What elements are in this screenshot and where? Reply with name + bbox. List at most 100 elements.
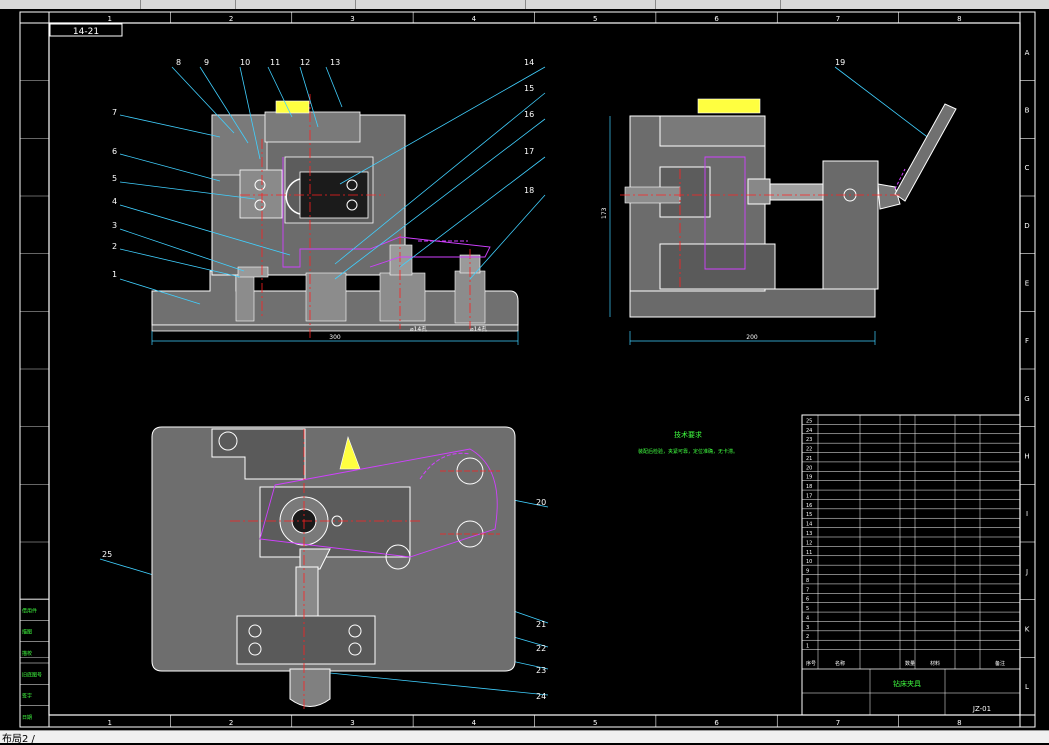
bom-row-number: 10 (806, 559, 812, 565)
column-marker-4: 4 (472, 719, 477, 727)
toolbar-segment[interactable] (140, 0, 236, 9)
bom-row-number: 20 (806, 465, 812, 471)
dim-hole-right: ⌀14孔 (470, 325, 487, 333)
callout-18: 18 (524, 186, 534, 195)
row-marker-B: B (1025, 107, 1030, 115)
bom-row-number: 14 (806, 522, 812, 528)
row-marker-I: I (1026, 510, 1028, 518)
callout-8: 8 (176, 58, 181, 67)
left-panel-label: 描图 (22, 629, 32, 636)
bom-row-number: 25 (806, 418, 812, 424)
bom-row-number: 2 (806, 634, 809, 640)
bom-row-number: 13 (806, 531, 812, 537)
bom-row-number: 24 (806, 428, 812, 434)
dim-hole-left: ⌀14孔 (410, 325, 427, 333)
left-panel-label: 日期 (22, 715, 32, 721)
callout-1: 1 (112, 270, 117, 279)
bom-drawing-no: JZ-01 (972, 705, 991, 713)
row-marker-C: C (1025, 164, 1030, 172)
callout-9: 9 (204, 58, 209, 67)
notes-body: 装配后检验，夹紧可靠，定位准确，无卡滞。 (638, 448, 738, 455)
bom-row-number: 3 (806, 625, 809, 631)
notes-title: 技术要求 (674, 430, 702, 439)
toolbar-segment[interactable] (655, 0, 781, 9)
bom-row-number: 22 (806, 447, 812, 453)
bom-header-cell: 序号 (806, 660, 816, 667)
row-marker-E: E (1025, 280, 1029, 288)
callout-17: 17 (524, 147, 534, 156)
row-marker-K: K (1025, 626, 1030, 634)
bom-row-number: 4 (806, 615, 809, 621)
left-panel-label: 描校 (22, 650, 32, 657)
callout-4: 4 (112, 197, 117, 206)
bom-table: 2524232221201918171615141312111098765432… (801, 414, 1021, 716)
side-view: 200 173 (601, 98, 957, 345)
bom-row-number: 5 (806, 606, 809, 612)
row-marker-L: L (1025, 683, 1029, 691)
bom-title: 钻床夹具 (893, 679, 921, 688)
column-marker-8: 8 (957, 719, 961, 727)
callout-24: 24 (536, 692, 546, 701)
callout-6: 6 (112, 147, 117, 156)
toolbar-segment[interactable] (235, 0, 356, 9)
callout-7: 7 (112, 108, 117, 117)
status-bar: 布局2 / (0, 730, 1049, 745)
callout-16: 16 (524, 110, 534, 119)
callout-15: 15 (524, 84, 534, 93)
left-panel-label: 借用件 (22, 607, 37, 614)
bom-row-number: 23 (806, 437, 812, 443)
bom-row-number: 15 (806, 512, 812, 518)
column-marker-2: 2 (229, 15, 233, 23)
callout-14: 14 (524, 58, 534, 67)
callout-labels: 1 2 3 4 5 6 7 8 9 10 11 12 13 14 15 16 1… (102, 58, 845, 701)
column-marker-3: 3 (350, 719, 354, 727)
bom-header-cell: 备注 (995, 660, 1005, 667)
bom-row-number: 9 (806, 569, 809, 575)
callout-5: 5 (112, 174, 117, 183)
plan-view (151, 426, 516, 709)
bom-header-cell: 名称 (835, 660, 845, 667)
corner-code: 14-21 (73, 27, 99, 37)
layout-tab[interactable]: 布局2 / (2, 734, 35, 745)
toolbar-segment[interactable] (0, 0, 141, 9)
callout-22: 22 (536, 644, 546, 653)
corner-code-box (49, 23, 123, 37)
column-marker-2: 2 (229, 719, 233, 727)
row-marker-H: H (1024, 453, 1029, 461)
bom-row-number: 6 (806, 597, 809, 603)
bom-row-number: 8 (806, 578, 809, 584)
toolbar-segment[interactable] (525, 0, 656, 9)
column-marker-4: 4 (472, 15, 477, 23)
column-marker-8: 8 (957, 15, 961, 23)
bom-row-number: 16 (806, 503, 812, 509)
bom-row-number: 7 (806, 587, 809, 593)
column-marker-6: 6 (714, 719, 719, 727)
dim-side-height: 173 (601, 207, 608, 219)
column-marker-5: 5 (593, 15, 597, 23)
callout-3: 3 (112, 221, 117, 230)
callout-23: 23 (536, 666, 546, 675)
bom-row-number: 12 (806, 540, 812, 546)
bom-row-number: 11 (806, 550, 812, 556)
callout-25: 25 (102, 550, 112, 559)
column-marker-6: 6 (714, 15, 719, 23)
bom-row-number: 1 (806, 644, 809, 650)
window-toolbar-strip (0, 0, 1049, 9)
callout-11: 11 (270, 58, 280, 67)
bom-header-cell: 数量 (905, 660, 915, 667)
dim-side-width: 200 (746, 334, 758, 341)
row-marker-J: J (1025, 568, 1028, 576)
left-panel-label: 签字 (22, 693, 32, 700)
column-marker-1: 1 (107, 719, 111, 727)
front-view: 300 ⌀14孔 ⌀14孔 (151, 94, 519, 345)
callout-13: 13 (330, 58, 340, 67)
row-marker-F: F (1025, 337, 1029, 345)
column-marker-5: 5 (593, 719, 597, 727)
toolbar-segment[interactable] (355, 0, 526, 9)
bom-row-number: 19 (806, 475, 812, 481)
callout-20: 20 (536, 498, 546, 507)
